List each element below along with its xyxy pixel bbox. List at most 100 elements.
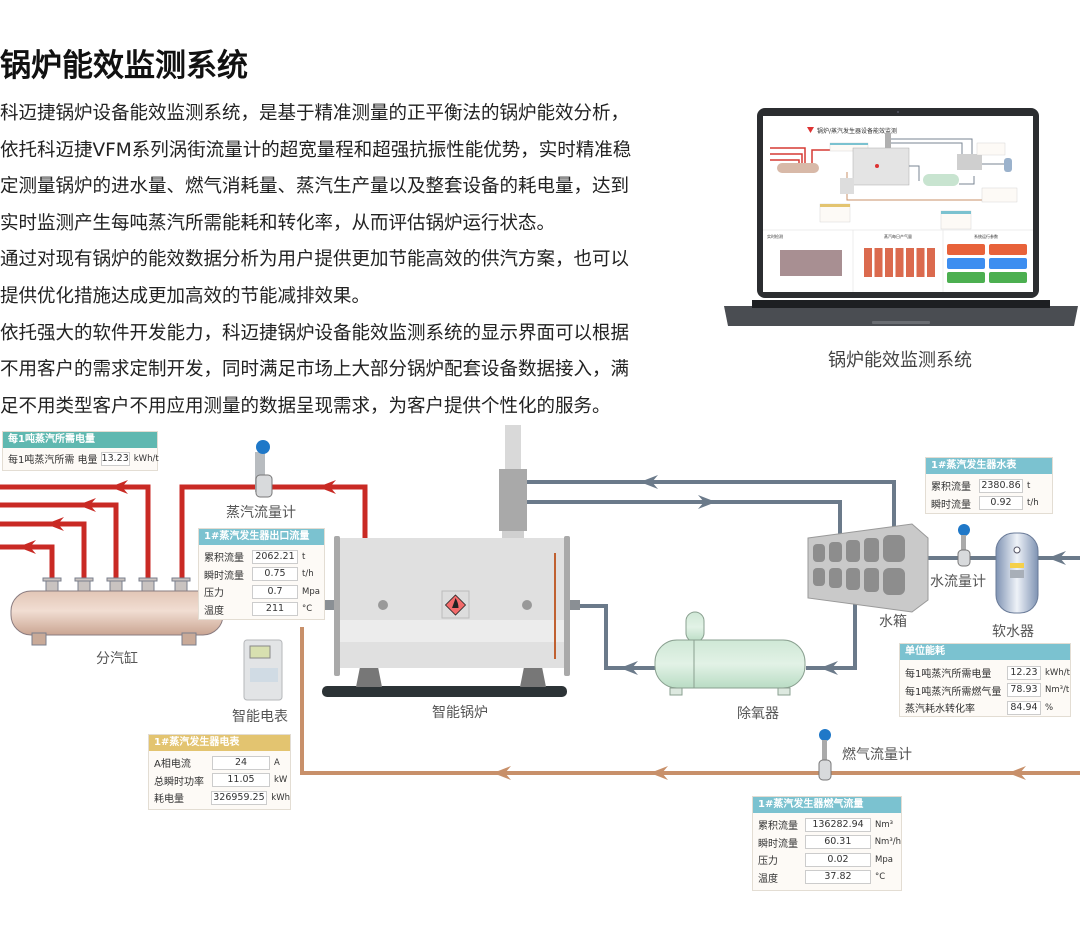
steam-flow-arrows: [18, 480, 336, 554]
row-unit: A: [274, 757, 280, 768]
row-unit: °C: [875, 872, 886, 883]
water-flowmeter-device: [957, 524, 971, 567]
row-label: 温度: [204, 605, 224, 617]
label-water-tank: 水箱: [879, 614, 907, 630]
steam-header-tank: [10, 577, 224, 646]
row-value: 2062.21: [252, 549, 298, 564]
process-diagram: 分汽缸 蒸汽流量计 智能电表 智能锅炉 除氧器 水箱 水流量计 软水器 燃气流量…: [0, 420, 1080, 948]
screen-status-button: [989, 272, 1027, 283]
page-title: 锅炉能效监测系统: [0, 48, 248, 84]
row-unit: t/h: [302, 569, 314, 580]
screen-title: 锅炉/蒸汽发生器设备能效监测: [817, 127, 897, 135]
label-deaerator: 除氧器: [737, 706, 779, 722]
screen-bar: [885, 248, 893, 277]
row-value: 0.02: [805, 852, 871, 867]
steam-pipes: [0, 484, 368, 582]
screen-panel-title: 系统运行参数: [974, 233, 998, 239]
panel-title: 单位能耗: [900, 644, 1070, 660]
screen-panel-title: 蒸汽每日产气量: [884, 233, 912, 239]
screen-bar: [916, 248, 925, 277]
row-value: 0.7: [252, 584, 298, 599]
row-unit: kWh: [271, 792, 290, 803]
row-value: 12.23: [1007, 665, 1041, 680]
panel-title: 1#蒸汽发生器水表: [926, 458, 1052, 474]
row-unit: Nm³/t: [1045, 685, 1070, 696]
screen-status-button: [947, 258, 985, 269]
row-value: 78.93: [1007, 683, 1041, 698]
row-value: 326959.25: [210, 790, 268, 805]
row-label: 耗电量: [154, 794, 184, 806]
row-unit: Nm³: [875, 819, 894, 830]
row-label: 每1吨蒸汽所需电量: [905, 669, 992, 681]
row-value: 0.92: [979, 496, 1023, 511]
row-label: 每1吨蒸汽所需燃气量: [905, 686, 1002, 698]
boiler-stack: [499, 425, 527, 539]
gas-flow-arrows: [493, 766, 1026, 780]
row-value: 37.82: [805, 870, 871, 885]
row-unit: Mpa: [302, 586, 320, 597]
intro-line: 依托科迈捷VFM系列涡街流量计的超宽量程和超强抗振性能优势，实时精准稳: [0, 139, 632, 161]
row-value: 24: [212, 755, 270, 770]
panel-row: 每1吨蒸汽所需 电量 13.23 kWh/t: [3, 450, 159, 468]
row-label: 累积流量: [758, 821, 798, 833]
panel-title: 1#蒸汽发生器电表: [149, 735, 290, 751]
row-value: 60.31: [804, 835, 871, 850]
intro-line: 不用客户的需求定制开发，同时满足市场上大部分锅炉配套设备数据接入，满: [0, 359, 630, 381]
screen-bar: [864, 248, 872, 277]
screen-bar: [874, 248, 883, 277]
intro-line: 实时监测产生每吨蒸汽所需能耗和转化率，从而评估锅炉运行状态。: [0, 212, 556, 234]
label-smart-meter: 智能电表: [232, 709, 288, 725]
panel-row: 压力 0.7 Mpa: [199, 583, 324, 601]
row-value: 2380.86: [979, 478, 1023, 493]
panel-title: 1#蒸汽发生器出口流量: [199, 529, 324, 545]
label-gas-flowmeter: 燃气流量计: [842, 747, 912, 763]
row-label: 压力: [758, 856, 778, 868]
row-unit: kWh/t: [133, 453, 159, 464]
row-value: 11.05: [212, 773, 270, 788]
panel-row: 压力 0.02 Mpa: [753, 851, 901, 869]
label-steam-flowmeter: 蒸汽流量计: [226, 505, 296, 521]
row-value: 0.75: [252, 567, 298, 582]
row-value: 13.23: [100, 451, 130, 466]
row-label: 压力: [204, 588, 224, 600]
screen-bar-chart: [864, 248, 935, 277]
row-label: 温度: [758, 873, 778, 885]
screen-status-buttons: [947, 244, 1027, 283]
row-label: 累积流量: [931, 482, 971, 494]
row-label: 累积流量: [204, 553, 244, 565]
water-flow-arrows: [620, 475, 1066, 675]
label-water-flowmeter: 水流量计: [930, 574, 986, 590]
screen-status-button: [989, 244, 1027, 255]
screen-bar: [927, 248, 935, 277]
intro-line: 提供优化措施达成更加高效的节能减排效果。: [0, 285, 371, 307]
panel-power-per-ton: 每1吨蒸汽所需电量 每1吨蒸汽所需 电量 13.23 kWh/t: [2, 431, 159, 471]
screen-bar: [906, 248, 914, 277]
row-value: 136282.94: [805, 817, 871, 832]
water-tank-device: [807, 523, 929, 613]
row-unit: °C: [302, 604, 313, 615]
intro-text: 科迈捷锅炉设备能效监测系统，是基于精准测量的正平衡法的锅炉能效分析， 依托科迈捷…: [0, 96, 700, 425]
screen-bar: [895, 248, 904, 277]
panel-row: 温度 37.82 °C: [753, 869, 901, 887]
label-softener: 软水器: [992, 624, 1034, 640]
row-unit: Mpa: [875, 854, 893, 865]
panel-row: 每1吨蒸汽所需燃气量 78.93 Nm³/t: [900, 682, 1070, 700]
screen-status-button: [989, 258, 1027, 269]
row-label: 瞬时流量: [931, 499, 971, 511]
intro-line: 科迈捷锅炉设备能效监测系统，是基于精准测量的正平衡法的锅炉能效分析，: [0, 103, 630, 124]
label-steam-header: 分汽缸: [96, 651, 138, 667]
row-label: 蒸汽耗水转化率: [905, 704, 975, 716]
boiler-device: [322, 536, 580, 697]
screen-status-button: [947, 244, 985, 255]
screen-panel-title: 实时检测: [767, 233, 783, 239]
